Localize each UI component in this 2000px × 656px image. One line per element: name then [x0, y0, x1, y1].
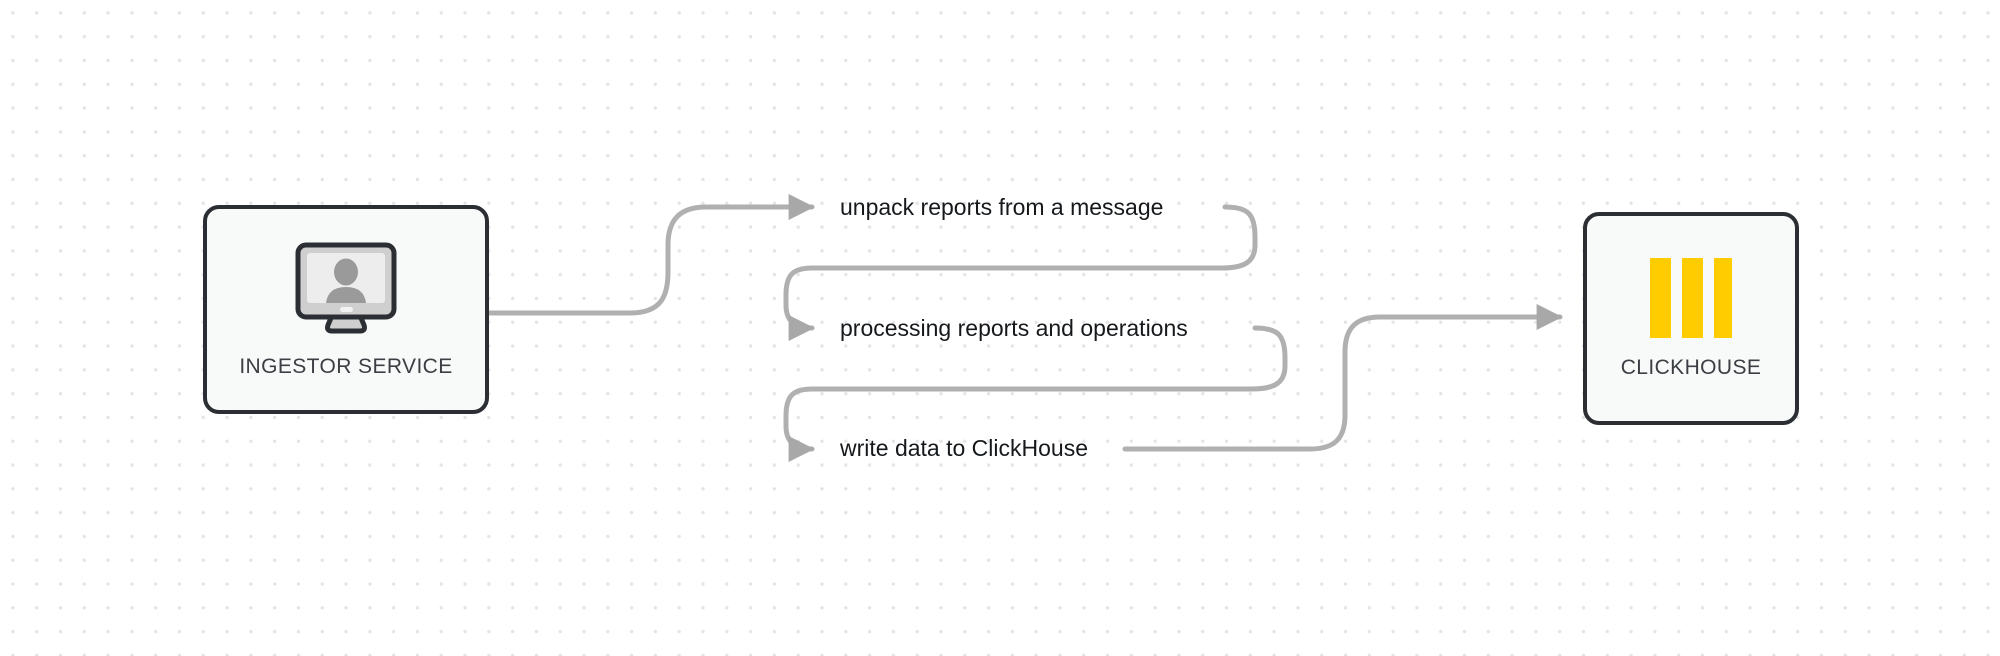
node-clickhouse[interactable]: CLICKHOUSE — [1583, 212, 1799, 425]
monitor-user-icon — [290, 241, 402, 339]
edge-label-processing: processing reports and operations — [840, 315, 1188, 341]
node-ingestor-label: INGESTOR SERVICE — [239, 354, 453, 378]
edge-ingestor-to-unpack — [486, 194, 815, 316]
node-ingestor-service[interactable]: INGESTOR SERVICE — [203, 205, 489, 414]
edge-label-unpack: unpack reports from a message — [840, 194, 1164, 220]
node-clickhouse-label: CLICKHOUSE — [1620, 355, 1762, 379]
edge-unpack-to-processing — [783, 204, 1258, 341]
edge-processing-to-write — [783, 325, 1288, 462]
clickhouse-logo-icon — [1641, 257, 1741, 338]
edge-write-to-clickhouse — [1122, 304, 1563, 452]
edge-label-write: write data to ClickHouse — [840, 435, 1088, 461]
